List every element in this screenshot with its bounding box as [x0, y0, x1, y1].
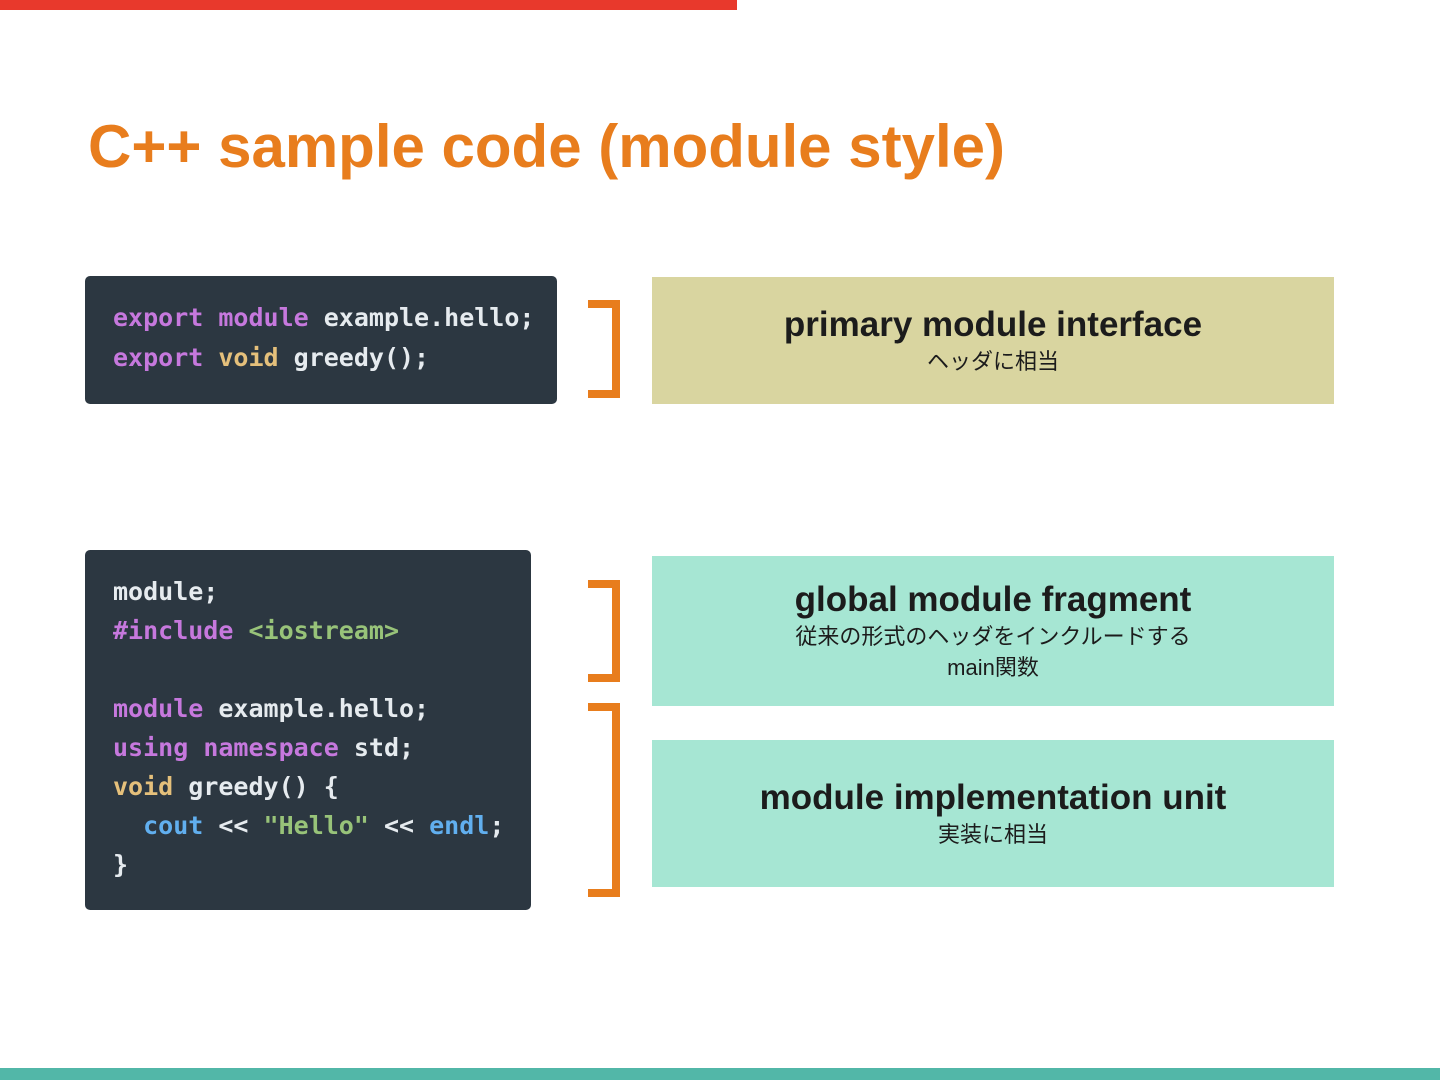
- label-subtitle-global-module-fragment-line1: 従来の形式のヘッダをインクルードする: [795, 624, 1191, 650]
- label-title-global-module-fragment: global module fragment: [794, 580, 1192, 620]
- code-line: cout << "Hello" << endl;: [143, 811, 505, 840]
- label-title-primary-interface: primary module interface: [783, 305, 1203, 345]
- code-line: using namespace std;: [113, 733, 415, 762]
- label-subtitle-primary-interface: ヘッダに相当: [926, 348, 1059, 374]
- code-line: export module example.hello;: [113, 303, 535, 332]
- code-line: }: [113, 850, 129, 879]
- label-box-global-module-fragment: global module fragment 従来の形式のヘッダをインクルードす…: [652, 556, 1334, 706]
- bottom-accent-bar: [0, 1068, 1440, 1080]
- top-accent-bar: [0, 0, 737, 10]
- bracket-module-implementation: [588, 703, 620, 897]
- bracket-primary-interface: [588, 300, 620, 398]
- code-line: void greedy() {: [113, 772, 339, 801]
- label-title-module-implementation-unit: module implementation unit: [759, 778, 1227, 818]
- code-line: module;: [113, 577, 219, 606]
- code-line: module example.hello;: [113, 694, 430, 723]
- slide-title: C++ sample code (module style): [88, 113, 1005, 180]
- label-box-module-implementation-unit: module implementation unit 実装に相当: [652, 740, 1334, 887]
- code-line: #include <iostream>: [113, 616, 399, 645]
- code-block-primary-interface: export module example.hello; export void …: [85, 276, 557, 404]
- label-subtitle-global-module-fragment-line2: main関数: [947, 654, 1039, 680]
- code-block-implementation-unit: module; #include <iostream> module exampl…: [85, 550, 531, 910]
- label-box-primary-interface: primary module interface ヘッダに相当: [652, 277, 1334, 404]
- code-line: export void greedy();: [113, 343, 430, 372]
- bracket-global-module-fragment: [588, 580, 620, 682]
- label-subtitle-module-implementation-unit: 実装に相当: [937, 821, 1048, 847]
- code-line: [113, 650, 531, 689]
